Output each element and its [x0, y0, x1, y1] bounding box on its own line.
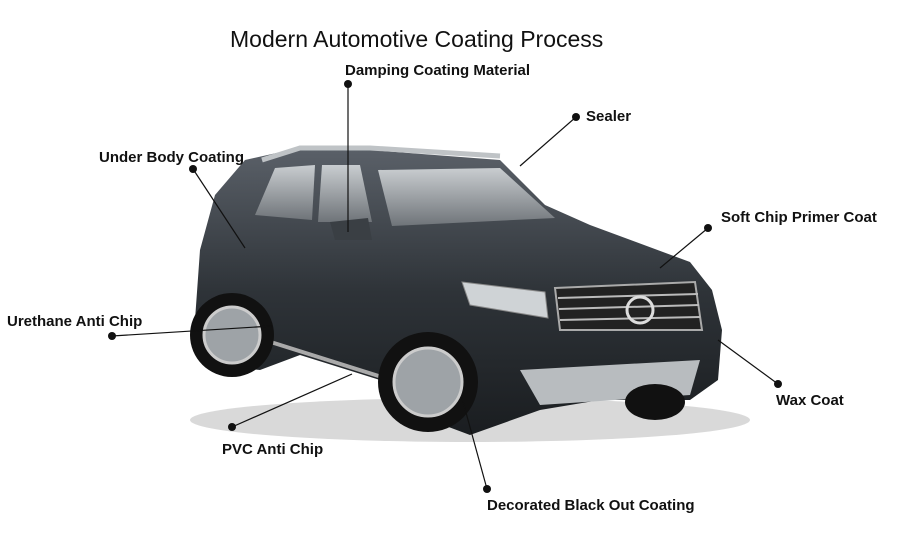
roof-rail — [261, 145, 501, 163]
rear-window — [255, 165, 315, 220]
emblem — [625, 295, 655, 325]
label-wax-coat: Wax Coat — [776, 392, 844, 409]
label-under-body-coating: Under Body Coating — [99, 149, 244, 166]
side-window — [318, 165, 372, 222]
front-left-wheel — [378, 332, 478, 432]
leader-lines — [111, 84, 779, 490]
windshield — [378, 168, 555, 226]
label-urethane-anti-chip: Urethane Anti Chip — [7, 313, 143, 330]
side-step — [257, 336, 386, 380]
side-mirror — [330, 218, 372, 240]
label-pvc-anti-chip: PVC Anti Chip — [222, 441, 324, 458]
headlight — [461, 281, 549, 319]
rear-wheel — [190, 293, 274, 377]
label-decorated-black-out: Decorated Black Out Coating — [487, 497, 695, 514]
leader-dots — [108, 80, 782, 493]
label-damping-coating: Damping Coating Material — [345, 62, 531, 79]
label-sealer: Sealer — [586, 108, 632, 125]
label-soft-chip-primer: Soft Chip Primer Coat — [721, 209, 877, 226]
front-right-wheel — [625, 384, 685, 420]
diagram-title: Modern Automotive Coating Process — [230, 26, 604, 52]
